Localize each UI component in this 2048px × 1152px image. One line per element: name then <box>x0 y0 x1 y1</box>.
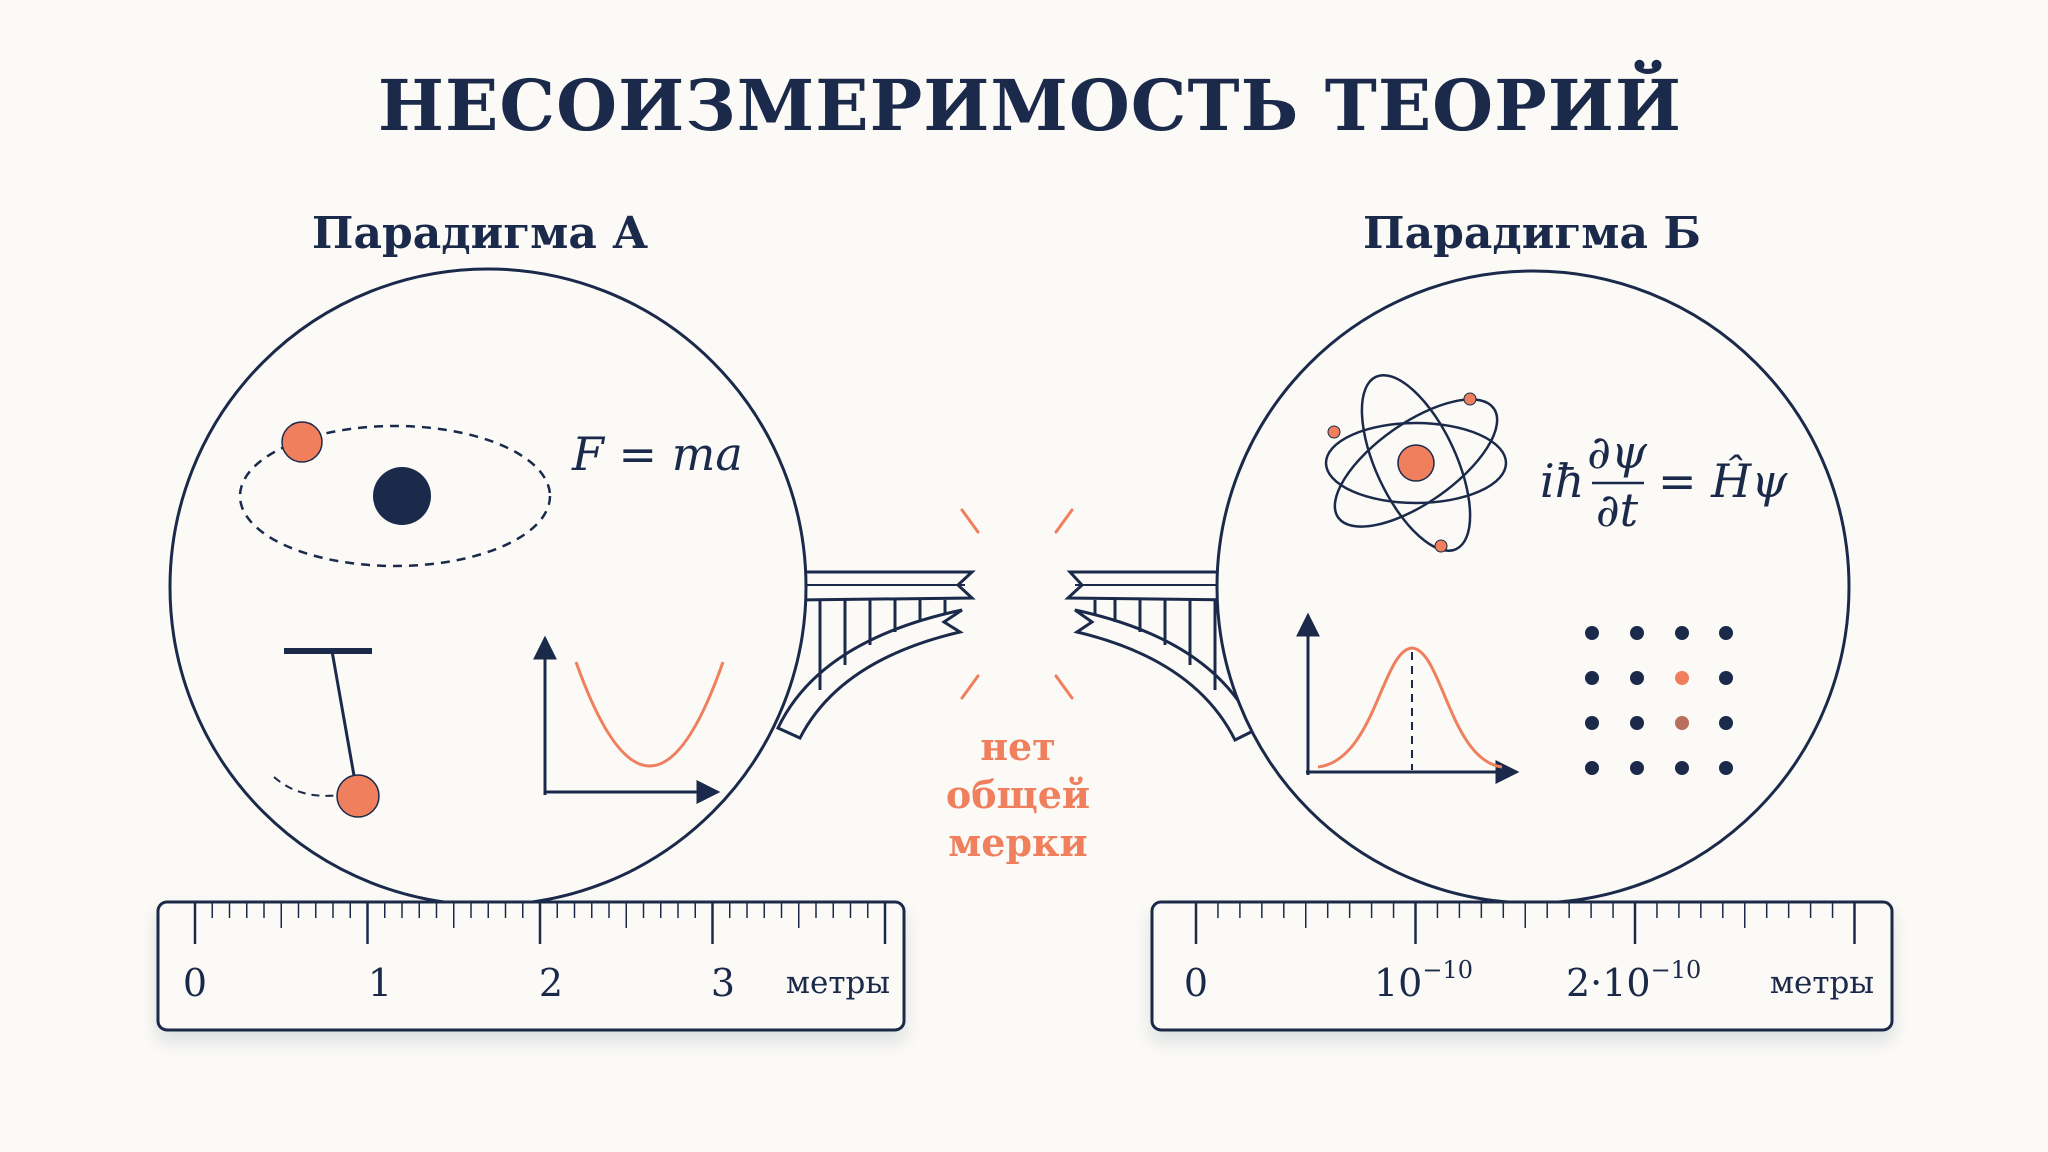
lattice-point <box>1630 626 1644 640</box>
lattice-point <box>1719 761 1733 775</box>
schrodinger-formula: iħ ∂ψ ∂t = Ĥψ <box>1540 425 1788 537</box>
lattice-point <box>1630 671 1644 685</box>
ruler-a-tick-label: 0 <box>183 961 207 1005</box>
lattice-point <box>1585 761 1599 775</box>
lattice-point <box>1719 716 1733 730</box>
lattice-point <box>1675 671 1689 685</box>
orbit-path <box>238 424 552 568</box>
lattice-point <box>1675 626 1689 640</box>
ruler-b-tick-label: 10−10 <box>1374 956 1473 1005</box>
central-body <box>373 467 431 525</box>
atom-nucleus <box>1397 444 1435 482</box>
electron <box>1463 392 1477 406</box>
lattice-point <box>1675 761 1689 775</box>
gaussian-curve <box>1317 646 1503 769</box>
lattice-point <box>1719 626 1733 640</box>
electron <box>1327 425 1341 439</box>
lattice-point <box>1675 716 1689 730</box>
lattice-point <box>1585 716 1599 730</box>
gap-label-line-2: общей <box>946 772 1090 817</box>
broken-bridge-left <box>775 570 976 740</box>
parabola-graph <box>533 635 725 804</box>
ruler-b-ticks <box>1194 902 1856 944</box>
gap-label-line-1: нет <box>980 724 1056 769</box>
ruler-a-tick-label: 2 <box>539 961 563 1005</box>
formula-left: iħ <box>1540 454 1584 508</box>
ruler-b-tick-label: 0 <box>1184 961 1208 1005</box>
atom-diagram <box>1324 374 1508 553</box>
ruler-b-unit: метры <box>1770 965 1874 1001</box>
gap-spark-lines <box>960 508 1074 700</box>
electron <box>1434 539 1448 553</box>
gap-label-line-3: мерки <box>948 820 1087 865</box>
ruler-b: 0 10−10 2·10−10 метры <box>1150 900 1894 1032</box>
pendulum-bob <box>336 774 380 818</box>
lattice-point <box>1585 671 1599 685</box>
paradigm-a-heading: Парадигма А <box>312 208 648 259</box>
lattice-point <box>1630 716 1644 730</box>
formula-denominator: ∂t <box>1596 483 1639 537</box>
lattice-point <box>1630 761 1644 775</box>
ruler-b-tick-label: 2·10−10 <box>1566 956 1701 1005</box>
orbiting-body <box>281 421 323 463</box>
formula-numerator: ∂ψ <box>1587 425 1648 479</box>
lattice-diagram <box>1585 626 1733 775</box>
parabola-curve <box>574 661 725 768</box>
lattice-point <box>1585 626 1599 640</box>
broken-bridge-right <box>1064 570 1257 743</box>
ruler-a-tick-label: 3 <box>711 961 735 1005</box>
ruler-a-tick-label: 1 <box>368 961 392 1005</box>
pendulum-diagram <box>273 648 380 818</box>
ruler-a: 0 1 2 3 метры <box>156 900 906 1032</box>
paradigm-a-circle: F = ma <box>168 267 808 907</box>
ruler-a-ticks <box>193 902 887 944</box>
paradigm-b-heading: Парадигма Б <box>1363 208 1701 259</box>
paradigm-b-circle: iħ ∂ψ ∂t = Ĥψ <box>1215 269 1851 905</box>
formula-right: = Ĥψ <box>1658 453 1788 508</box>
gaussian-graph <box>1296 612 1520 784</box>
ruler-a-unit: метры <box>786 965 890 1001</box>
lattice-point <box>1719 671 1733 685</box>
newton-formula: F = ma <box>571 427 743 481</box>
orbit-diagram <box>238 421 552 568</box>
page-title: НЕСОИЗМЕРИМОСТЬ ТЕОРИЙ <box>378 60 1682 147</box>
